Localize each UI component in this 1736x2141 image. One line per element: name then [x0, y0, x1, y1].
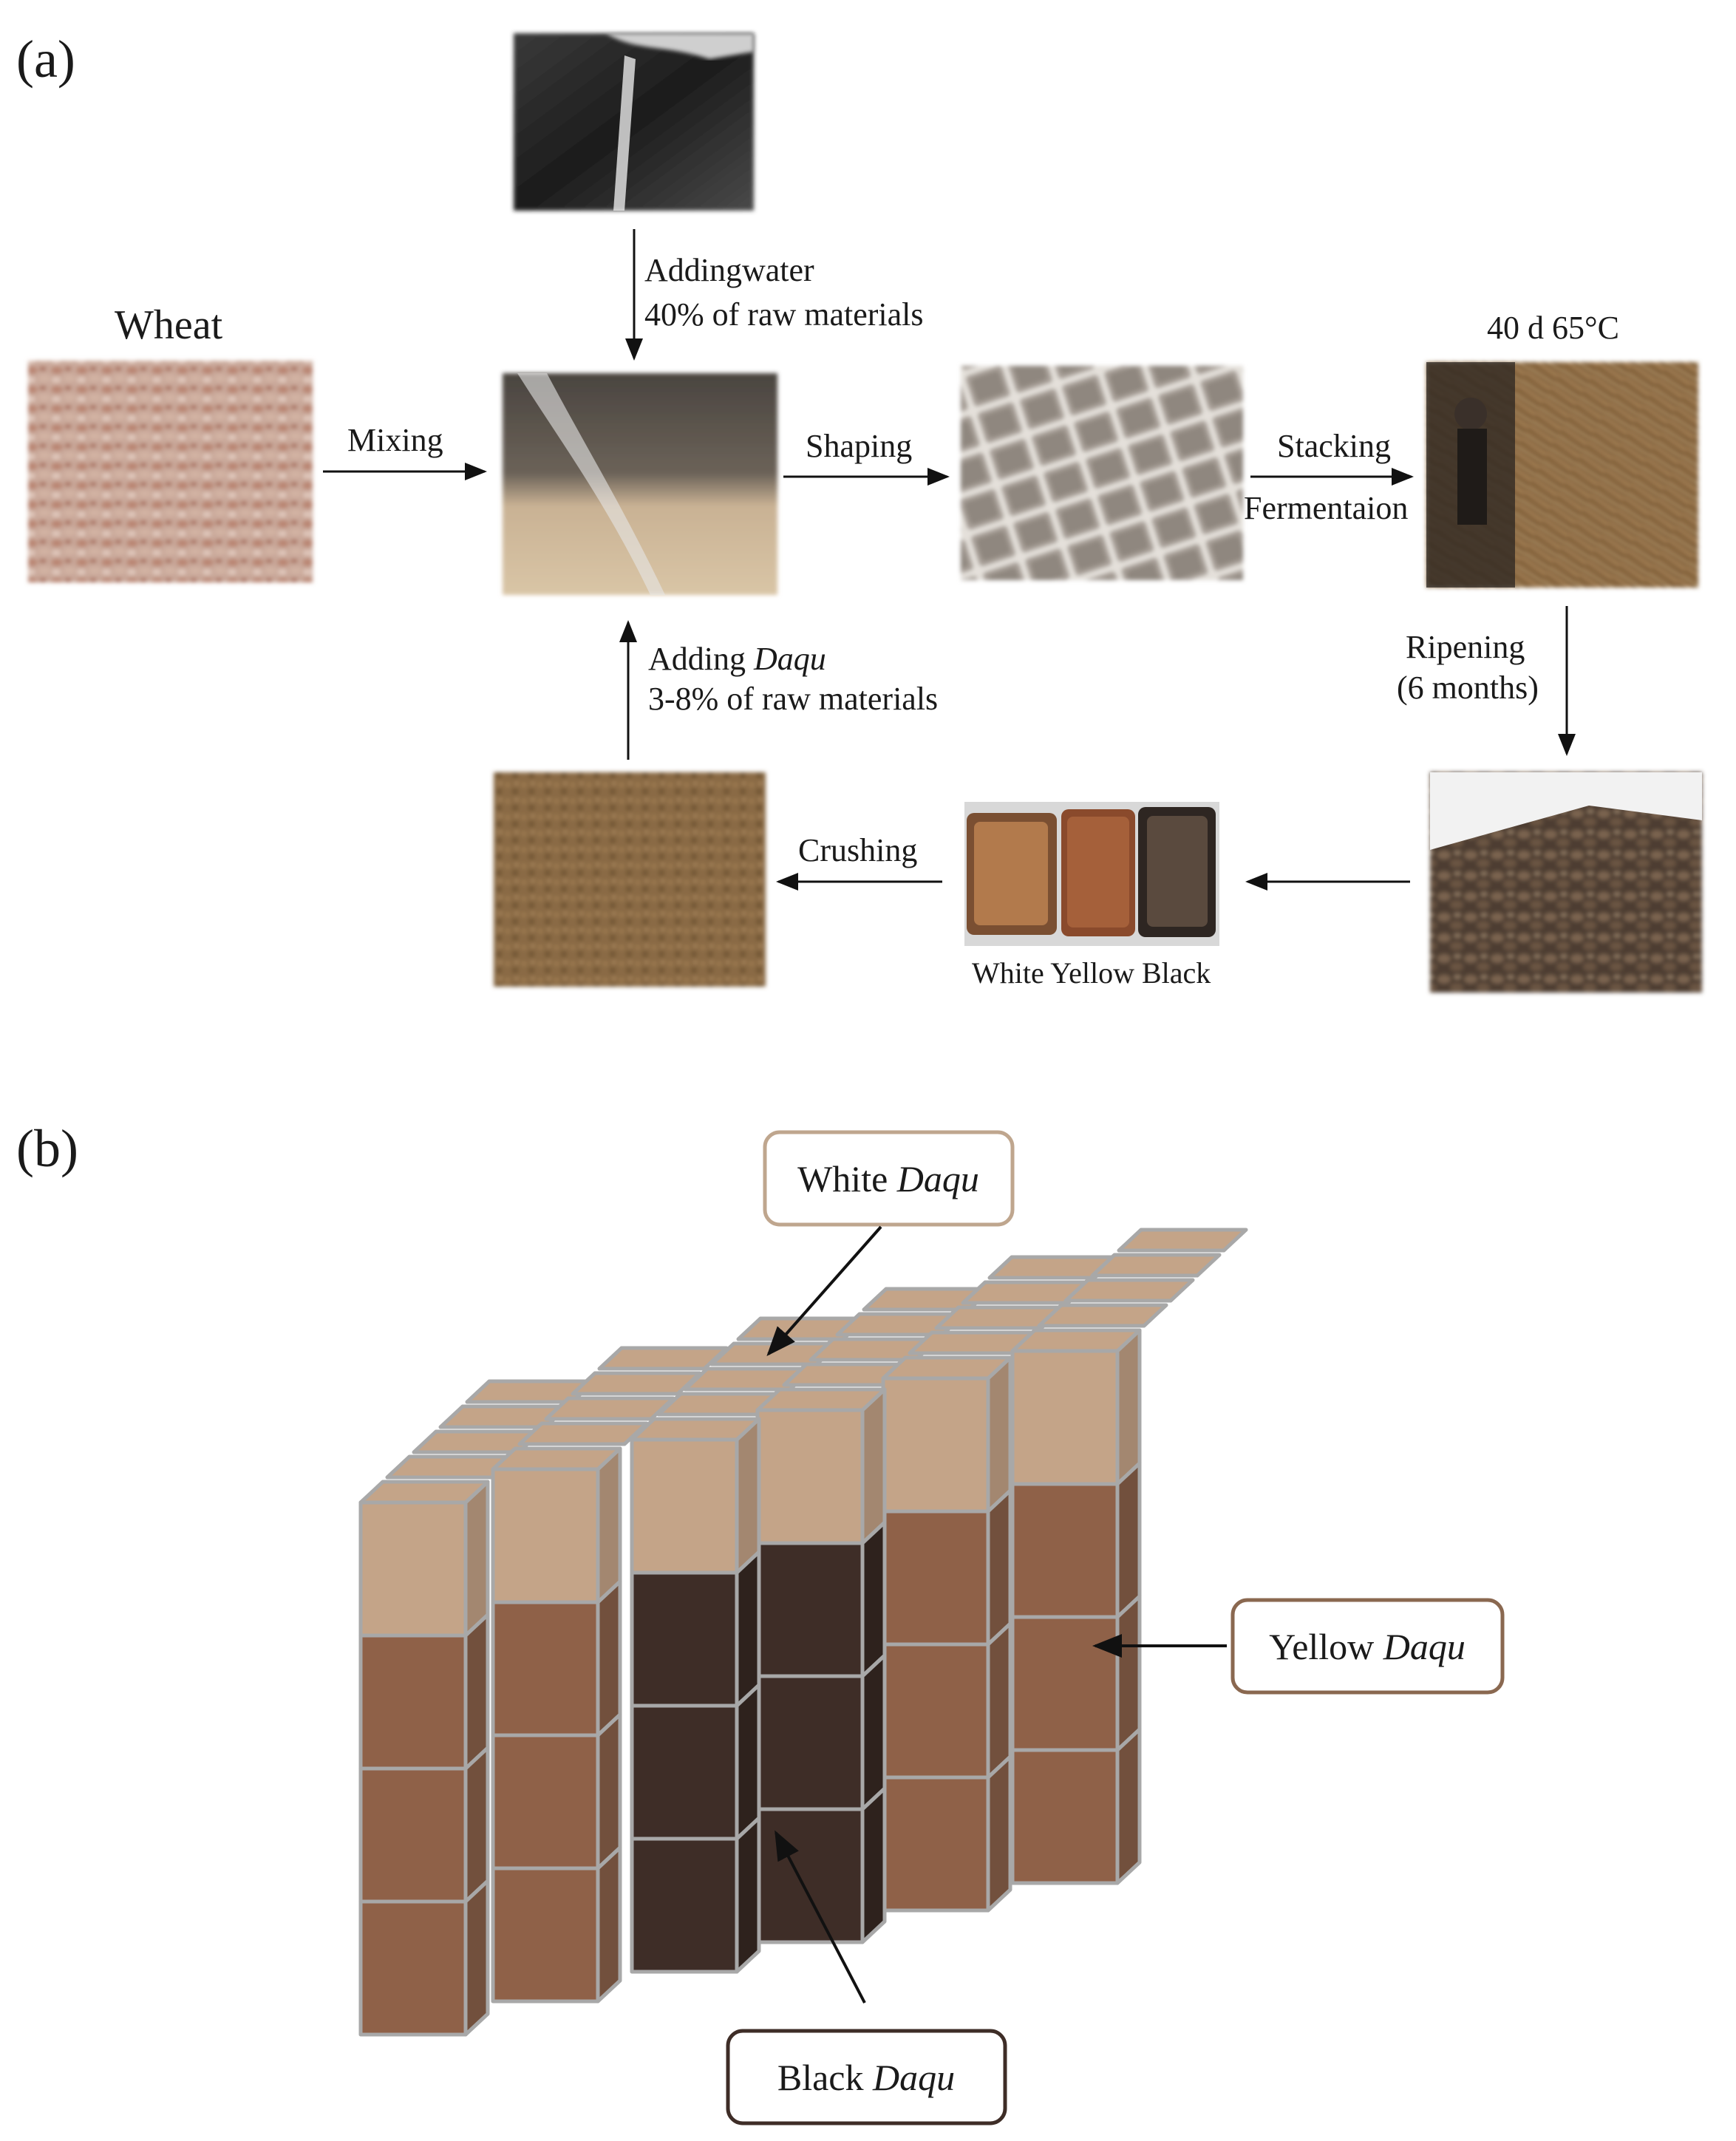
yellow-front-face	[881, 1509, 990, 1647]
top-cell	[517, 1421, 649, 1446]
shaping-label: Shaping	[806, 428, 912, 464]
mixing-photo	[503, 373, 777, 595]
yellow-front-face	[358, 1899, 468, 2037]
temperature-label: 40 d 65°C	[1487, 310, 1619, 346]
water-photo	[514, 33, 754, 211]
top-cell	[1063, 1278, 1195, 1303]
black-daqu-box	[726, 2029, 1007, 2125]
top-cell	[597, 1346, 729, 1371]
white-top-face	[358, 1480, 490, 1505]
yellow-side-face	[1115, 1461, 1142, 1619]
yellow-daqu-box	[1230, 1598, 1505, 1695]
white-daqu-box	[763, 1130, 1015, 1227]
yellow-front-face	[881, 1775, 990, 1913]
daqu-types-label: White Yellow Black	[972, 956, 1211, 990]
wheat-photo	[28, 361, 313, 582]
white-top-face	[755, 1387, 887, 1412]
stacking-label: Stacking	[1277, 428, 1391, 464]
water-label-line2: 40% of raw materials	[644, 296, 924, 333]
yellow-side-face	[463, 1613, 490, 1771]
black-front-face	[630, 1837, 739, 1974]
shaping-photo	[961, 366, 1243, 580]
yellow-front-face	[491, 1733, 600, 1871]
crushed-daqu-photo	[494, 772, 766, 987]
white-top-face	[1010, 1328, 1142, 1353]
white-side-face	[1115, 1328, 1142, 1486]
yellow-front-face	[1010, 1482, 1120, 1619]
wheat-title: Wheat	[115, 302, 223, 348]
white-side-face	[986, 1355, 1012, 1514]
top-cell	[571, 1371, 702, 1396]
white-top-face	[630, 1417, 761, 1442]
black-front-face	[755, 1674, 865, 1811]
daqu-types-photo	[964, 802, 1219, 946]
ripening-label-line1: Ripening	[1406, 629, 1525, 665]
yellow-front-face	[1010, 1748, 1120, 1885]
top-cell	[1117, 1228, 1248, 1253]
yellow-side-face	[463, 1746, 490, 1904]
adding-daqu-amount: 3-8% of raw materials	[648, 681, 938, 717]
mixing-label: Mixing	[347, 422, 443, 458]
yellow-side-face	[463, 1879, 490, 2037]
black-daqu-arrow	[775, 1830, 866, 2004]
black-front-face	[755, 1541, 865, 1678]
yellow-side-face	[986, 1621, 1012, 1780]
top-cell	[1037, 1303, 1168, 1328]
yellow-front-face	[1010, 1615, 1120, 1752]
panel-b-label: (b)	[16, 1119, 78, 1178]
white-front-face	[630, 1437, 739, 1575]
black-side-face	[735, 1683, 761, 1841]
black-front-face	[630, 1703, 739, 1841]
white-side-face	[596, 1446, 622, 1604]
yellow-front-face	[491, 1866, 600, 2004]
fermentation-photo	[1426, 362, 1698, 588]
black-side-face	[735, 1816, 761, 1974]
yellow-front-face	[881, 1642, 990, 1780]
water-label-line1: Addingwater	[644, 252, 814, 288]
white-top-face	[881, 1355, 1012, 1381]
yellow-front-face	[358, 1766, 468, 1904]
daqu-layer-block	[358, 1228, 1248, 2037]
white-front-face	[881, 1376, 990, 1514]
white-front-face	[755, 1408, 865, 1545]
white-front-face	[1010, 1349, 1120, 1486]
black-side-face	[860, 1520, 887, 1678]
yellow-daqu-label: Yellow Daqu	[1269, 1626, 1466, 1667]
black-side-face	[735, 1550, 761, 1708]
white-front-face	[358, 1500, 468, 1638]
top-cell	[1090, 1253, 1222, 1278]
white-top-face	[491, 1446, 622, 1471]
ripening-photo	[1430, 772, 1702, 993]
white-side-face	[735, 1417, 761, 1575]
white-daqu-label: White Daqu	[797, 1158, 979, 1199]
white-side-face	[463, 1480, 490, 1638]
yellow-side-face	[596, 1579, 622, 1737]
white-front-face	[491, 1467, 600, 1604]
black-front-face	[755, 1807, 865, 1944]
panel-a-label: (a)	[16, 30, 75, 89]
yellow-side-face	[596, 1845, 622, 2004]
yellow-side-face	[1115, 1727, 1142, 1885]
black-side-face	[860, 1786, 887, 1944]
ripening-label-line2: (6 months)	[1397, 670, 1539, 706]
black-front-face	[630, 1570, 739, 1708]
black-side-face	[860, 1653, 887, 1811]
top-cell	[544, 1396, 675, 1421]
yellow-side-face	[986, 1754, 1012, 1913]
white-daqu-arrow	[766, 1225, 882, 1356]
yellow-side-face	[1115, 1594, 1142, 1752]
fermentation-label: Fermentaion	[1244, 490, 1408, 526]
adding-daqu-label: Adding Daqu	[648, 641, 826, 677]
yellow-front-face	[358, 1633, 468, 1771]
yellow-side-face	[986, 1488, 1012, 1647]
white-side-face	[860, 1387, 887, 1545]
black-daqu-label: Black Daqu	[777, 2057, 955, 2098]
yellow-side-face	[596, 1712, 622, 1871]
crushing-label: Crushing	[798, 832, 917, 868]
yellow-front-face	[491, 1600, 600, 1737]
